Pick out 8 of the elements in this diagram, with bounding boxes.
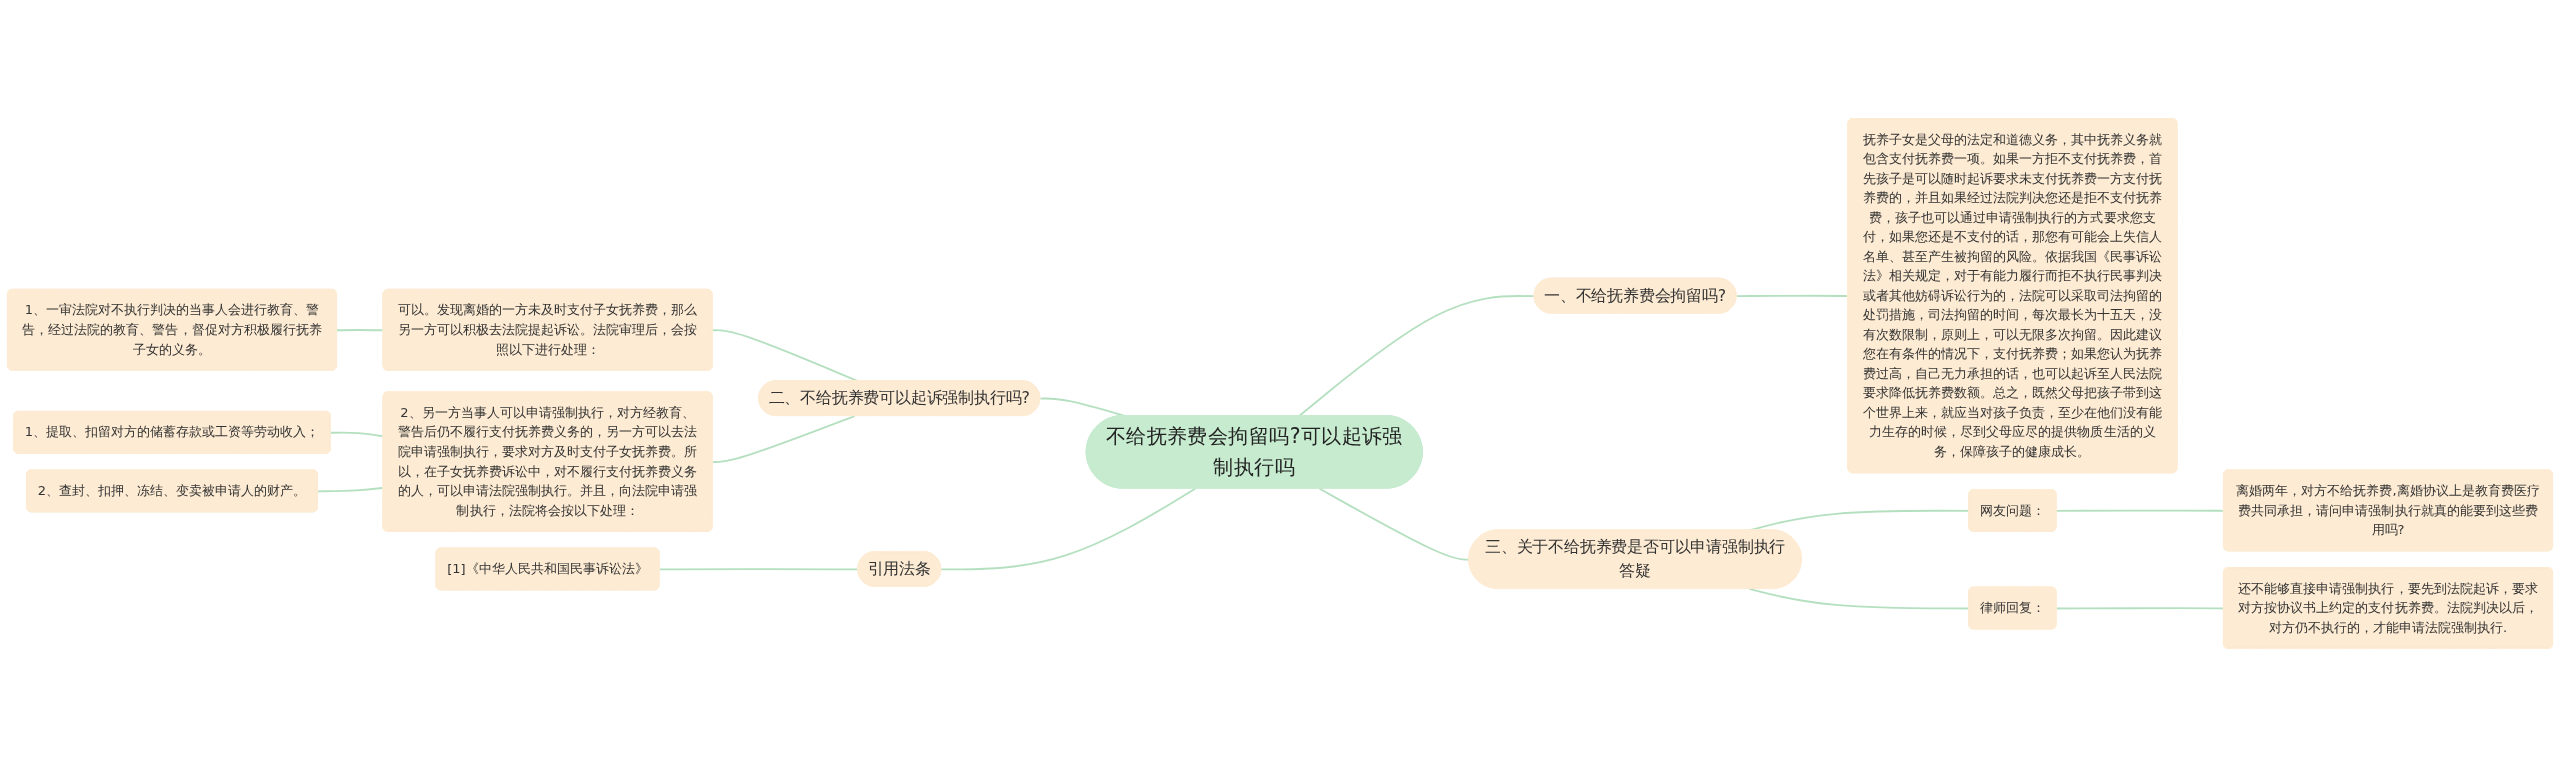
connector [336,329,385,332]
connector [711,415,856,463]
connector [330,431,385,438]
connector [2055,607,2225,610]
connector [1298,295,1536,417]
connector [317,486,385,493]
connector [2055,509,2225,512]
connector [940,487,1197,571]
